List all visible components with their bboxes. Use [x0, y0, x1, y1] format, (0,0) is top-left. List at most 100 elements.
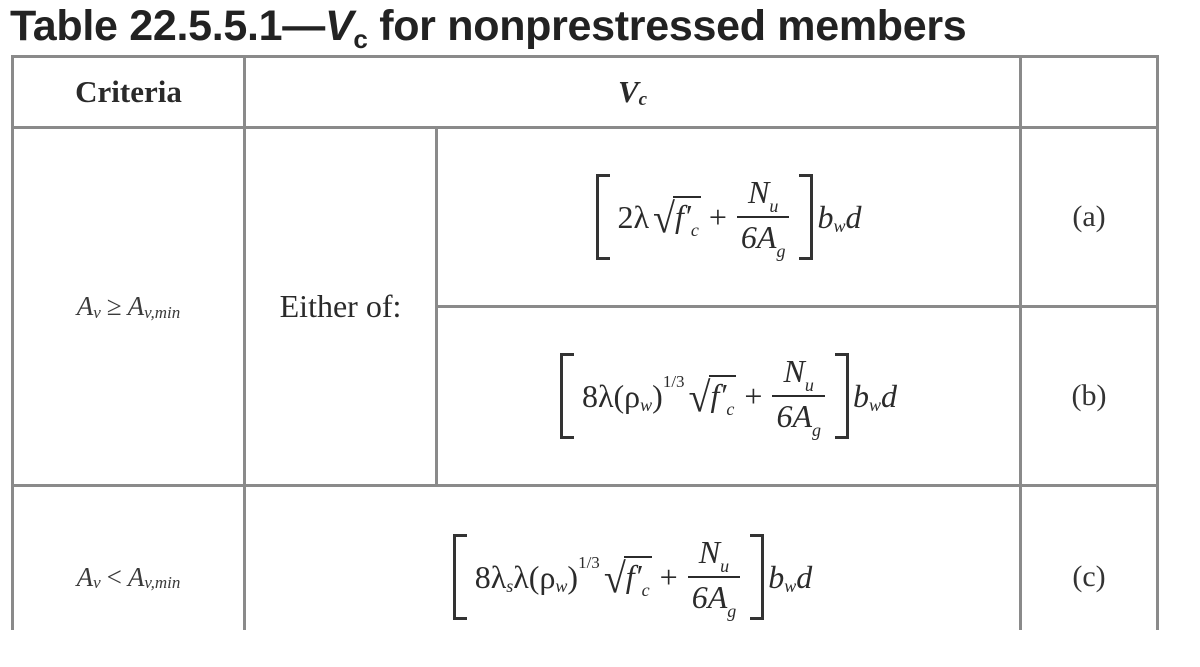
header-criteria-label: Criteria — [75, 74, 182, 109]
numerator-subscript: u — [720, 556, 730, 576]
numerator: Nu — [744, 173, 782, 216]
radicand: f′c — [672, 195, 701, 240]
tail-subscript: w — [833, 215, 846, 236]
criteria-rhs-subscript: v,min — [144, 302, 181, 322]
numerator-symbol: N — [748, 174, 770, 210]
tail-end: d — [796, 558, 813, 595]
right-bracket-icon — [750, 534, 765, 620]
criteria-rhs: A — [127, 291, 145, 321]
equation-label-c: (c) — [1022, 487, 1156, 667]
radical-sign-icon: √ — [653, 194, 675, 242]
radicand-subscript: c — [641, 579, 650, 600]
radicand-prime: ′ — [683, 197, 691, 234]
header-divider — [11, 126, 1159, 129]
right-bracket-icon — [799, 174, 814, 260]
numerator-symbol: N — [783, 353, 805, 389]
formula-coefficient-size-factor: 8λ — [474, 558, 507, 595]
fraction: Nu 6Ag — [772, 352, 825, 440]
close-paren: ) — [652, 377, 663, 414]
criteria-operator: ≥ — [106, 291, 122, 321]
exponent: 1/3 — [662, 372, 685, 391]
table-border-top — [11, 55, 1159, 58]
header-vc-symbol: V — [617, 74, 639, 109]
denominator-subscript: g — [727, 601, 737, 621]
plus-sign: + — [708, 198, 727, 235]
formula-coefficient: λ(ρ — [513, 558, 556, 595]
criteria-operator: < — [106, 561, 122, 592]
title-symbol: V — [324, 2, 354, 50]
radicand-prime: ′ — [719, 376, 727, 413]
tail-end: d — [881, 377, 897, 414]
rho-subscript: w — [555, 575, 568, 596]
radical-sign-icon: √ — [688, 373, 711, 421]
radicand-subscript: c — [726, 398, 735, 419]
right-bracket-icon — [834, 353, 849, 439]
radicand-symbol: f — [710, 376, 720, 413]
square-root: √ f′c — [653, 194, 701, 242]
radicand-symbol: f — [674, 197, 684, 234]
criteria-lhs-subscript: v — [93, 573, 101, 592]
denominator-symbol: 6A — [740, 219, 777, 255]
criteria-lhs: A — [76, 291, 94, 321]
equation-label-a: (a) — [1022, 129, 1156, 305]
either-of-text: Either of: — [279, 288, 402, 324]
radicand-subscript: c — [690, 219, 699, 240]
square-root: √ f′c — [603, 554, 652, 602]
either-column-divider — [435, 126, 438, 486]
criteria-rhs: A — [127, 561, 145, 592]
exponent: 1/3 — [578, 553, 600, 572]
tail-subscript: w — [868, 394, 881, 415]
formula-coefficient: 2λ — [617, 198, 650, 235]
left-bracket-icon — [595, 174, 610, 260]
numerator-subscript: u — [804, 375, 814, 395]
table-border-right — [1156, 55, 1159, 630]
criteria-lhs-subscript: v — [93, 302, 101, 322]
criteria-lhs: A — [76, 561, 94, 592]
denominator-symbol: 6A — [691, 579, 728, 615]
header-vc-subscript: c — [638, 89, 648, 110]
plus-sign: + — [659, 558, 678, 595]
numerator: Nu — [695, 533, 733, 576]
title-symbol-subscript: c — [353, 24, 368, 54]
table-title: Table 22.5.5.1—Vc for nonprestressed mem… — [10, 2, 967, 55]
denominator: 6Ag — [687, 576, 741, 621]
equation-label-c-text: (c) — [1072, 560, 1106, 593]
lambda-s-subscript: s — [506, 575, 514, 596]
fraction: Nu 6Ag — [687, 533, 741, 621]
formula-coefficient: 8λ(ρ — [582, 377, 641, 414]
tail-end: d — [845, 198, 862, 235]
tail-subscript: w — [784, 575, 797, 596]
numerator: Nu — [780, 352, 818, 395]
criteria-column-divider — [243, 55, 246, 630]
row-a-b-divider — [436, 305, 1159, 308]
denominator: 6Ag — [772, 395, 825, 440]
radical-sign-icon: √ — [603, 554, 626, 602]
numerator-subscript: u — [769, 196, 779, 216]
radicand: f′c — [708, 374, 737, 419]
label-column-divider — [1019, 55, 1022, 630]
row-divider — [11, 484, 1159, 487]
radicand: f′c — [623, 555, 652, 600]
fraction: Nu 6Ag — [736, 173, 790, 261]
denominator: 6Ag — [736, 216, 790, 261]
radicand-symbol: f — [625, 557, 635, 594]
title-suffix: for nonprestressed members — [367, 2, 967, 50]
header-criteria: Criteria — [14, 58, 243, 126]
equation-label-b: (b) — [1022, 308, 1156, 484]
radicand-prime: ′ — [634, 557, 642, 594]
left-bracket-icon — [560, 353, 574, 439]
denominator-subscript: g — [811, 420, 821, 440]
title-prefix: Table 22.5.5.1— — [10, 2, 325, 50]
denominator-symbol: 6A — [776, 398, 812, 434]
equation-label-a-text: (a) — [1072, 200, 1106, 233]
square-root: √ f′c — [688, 373, 737, 421]
